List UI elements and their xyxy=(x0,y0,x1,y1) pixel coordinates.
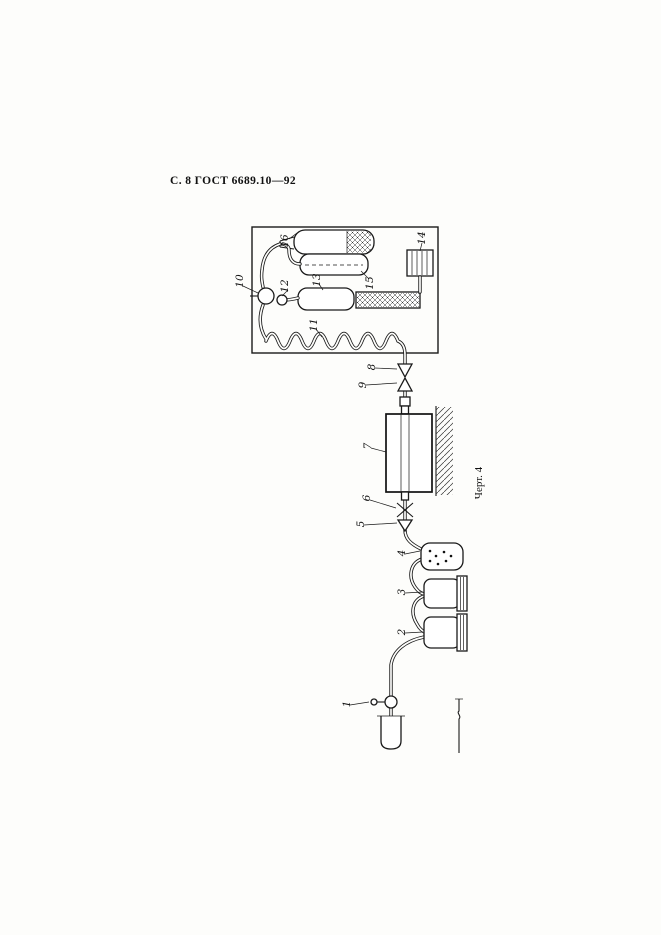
drying-tube xyxy=(355,291,421,309)
part-label-8: 8 xyxy=(366,363,378,370)
pump-14 xyxy=(406,249,434,277)
vessel-15 xyxy=(299,253,369,276)
part-label-1: 1 xyxy=(341,701,353,708)
funnel-5 xyxy=(396,519,414,533)
part-label-5: 5 xyxy=(355,520,367,527)
valve-1 xyxy=(370,695,398,709)
vessel-16 xyxy=(279,229,375,255)
joint-8-9 xyxy=(396,363,414,392)
part-label-12: 12 xyxy=(279,279,291,293)
part-label-14: 14 xyxy=(416,231,428,244)
stopcock-10-12 xyxy=(250,287,288,306)
bottle-2 xyxy=(423,613,468,652)
break-line xyxy=(455,698,463,753)
part-label-10: 10 xyxy=(234,274,246,288)
wall-hatching xyxy=(435,406,453,496)
vessel-13 xyxy=(297,287,355,311)
receiver-tube xyxy=(377,715,405,750)
part-label-13: 13 xyxy=(311,273,323,287)
part-label-4: 4 xyxy=(396,550,408,558)
part-label-6: 6 xyxy=(361,494,373,501)
gost-header: С. 8 ГОСТ 6689.10—92 xyxy=(170,175,297,187)
part-label-16: 16 xyxy=(279,234,291,248)
part-label-9: 9 xyxy=(357,381,369,388)
part-label-11: 11 xyxy=(308,318,320,331)
joint-6 xyxy=(396,502,414,518)
part-label-15: 15 xyxy=(364,276,376,290)
part-label-7: 7 xyxy=(362,442,374,449)
leader-lines xyxy=(242,232,424,706)
furnace-7 xyxy=(385,396,433,501)
part-label-3: 3 xyxy=(396,588,408,595)
absorber-4 xyxy=(420,542,464,571)
part-label-2: 2 xyxy=(396,628,408,636)
figure-caption: Черт. 4 xyxy=(473,466,485,499)
bottle-3 xyxy=(423,575,468,612)
